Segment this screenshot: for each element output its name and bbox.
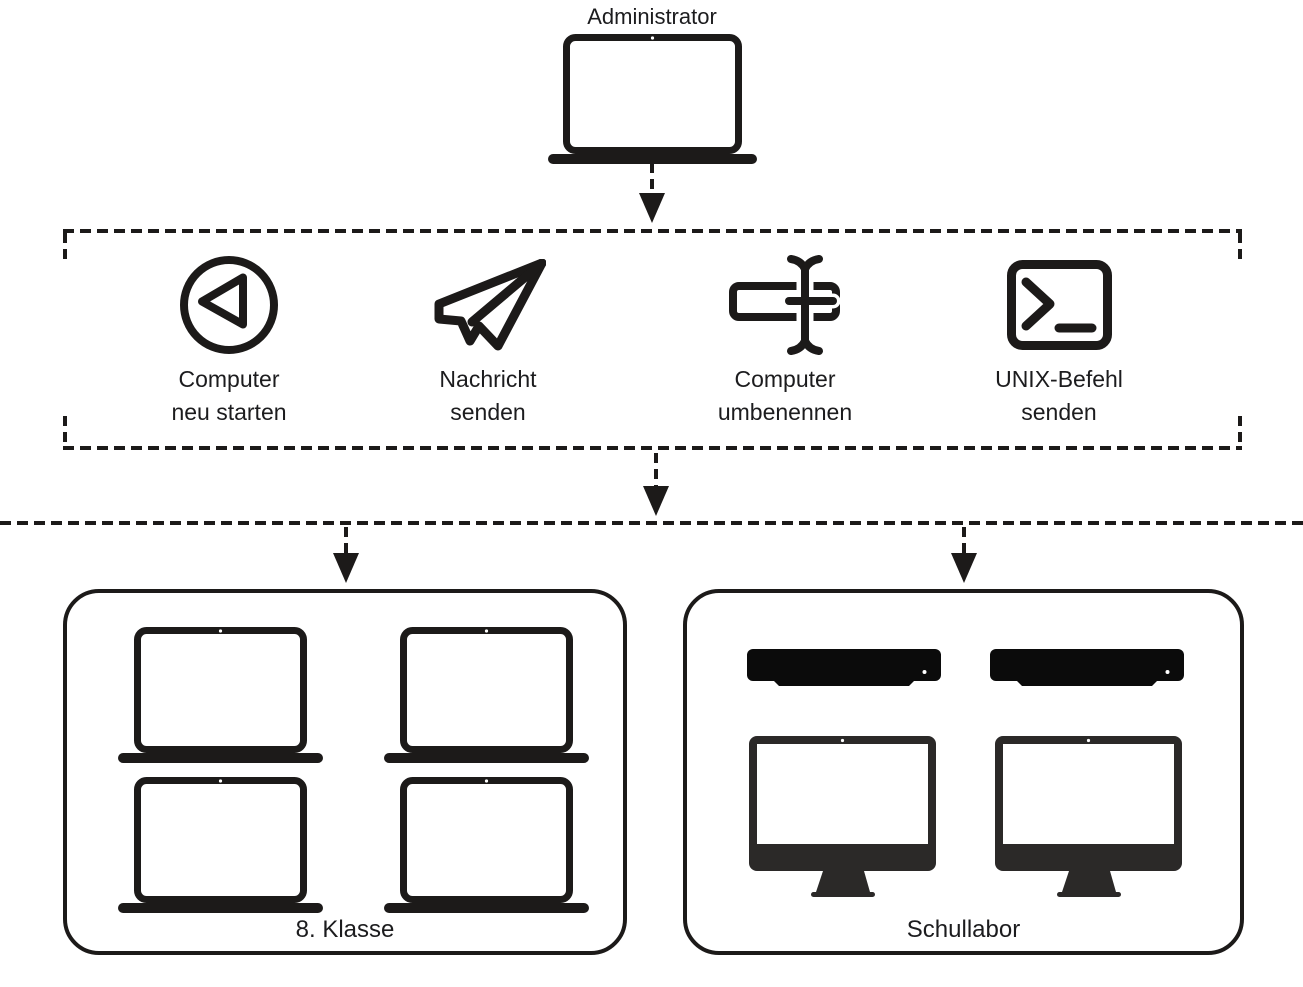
arrow-commands-to-network [642, 453, 670, 516]
arrow-to-group-schullabor [950, 527, 978, 583]
paperplane-icon [434, 259, 546, 351]
group-box-schullabor: Schullabor [683, 589, 1244, 955]
arrowhead [643, 486, 669, 516]
desktop-icon [995, 736, 1182, 897]
desktop-icon [749, 736, 936, 897]
restart-icon [180, 256, 278, 354]
group-box-klasse: 8. Klasse [63, 589, 627, 955]
arrow-to-group-klasse [332, 527, 360, 583]
laptop-icon [384, 777, 589, 913]
terminal-icon [1006, 260, 1112, 350]
mac-mini-icon [747, 649, 941, 686]
command-box-bottom-border [63, 446, 1242, 450]
network-separator-line [0, 521, 1303, 525]
group-label-schullabor: Schullabor [906, 916, 1021, 943]
laptop-icon [384, 627, 589, 763]
laptop-icon [118, 627, 323, 763]
laptop-icon [118, 777, 323, 913]
command-box-corner-tick [63, 416, 67, 446]
rename-icon [729, 255, 841, 355]
command-box-top-border [63, 229, 1242, 233]
group-label-klasse: 8. Klasse [295, 916, 395, 943]
command-box-corner-tick [1238, 233, 1242, 263]
command-box-corner-tick [63, 233, 67, 263]
mac-mini-icon [990, 649, 1184, 686]
arrowhead [639, 193, 665, 223]
admin-label: Administrator [587, 4, 717, 29]
arrowhead [333, 553, 359, 583]
arrow-admin-to-commands [638, 163, 666, 223]
arrowhead [951, 553, 977, 583]
admin-laptop-icon [548, 34, 757, 164]
command-box-corner-tick [1238, 416, 1242, 446]
